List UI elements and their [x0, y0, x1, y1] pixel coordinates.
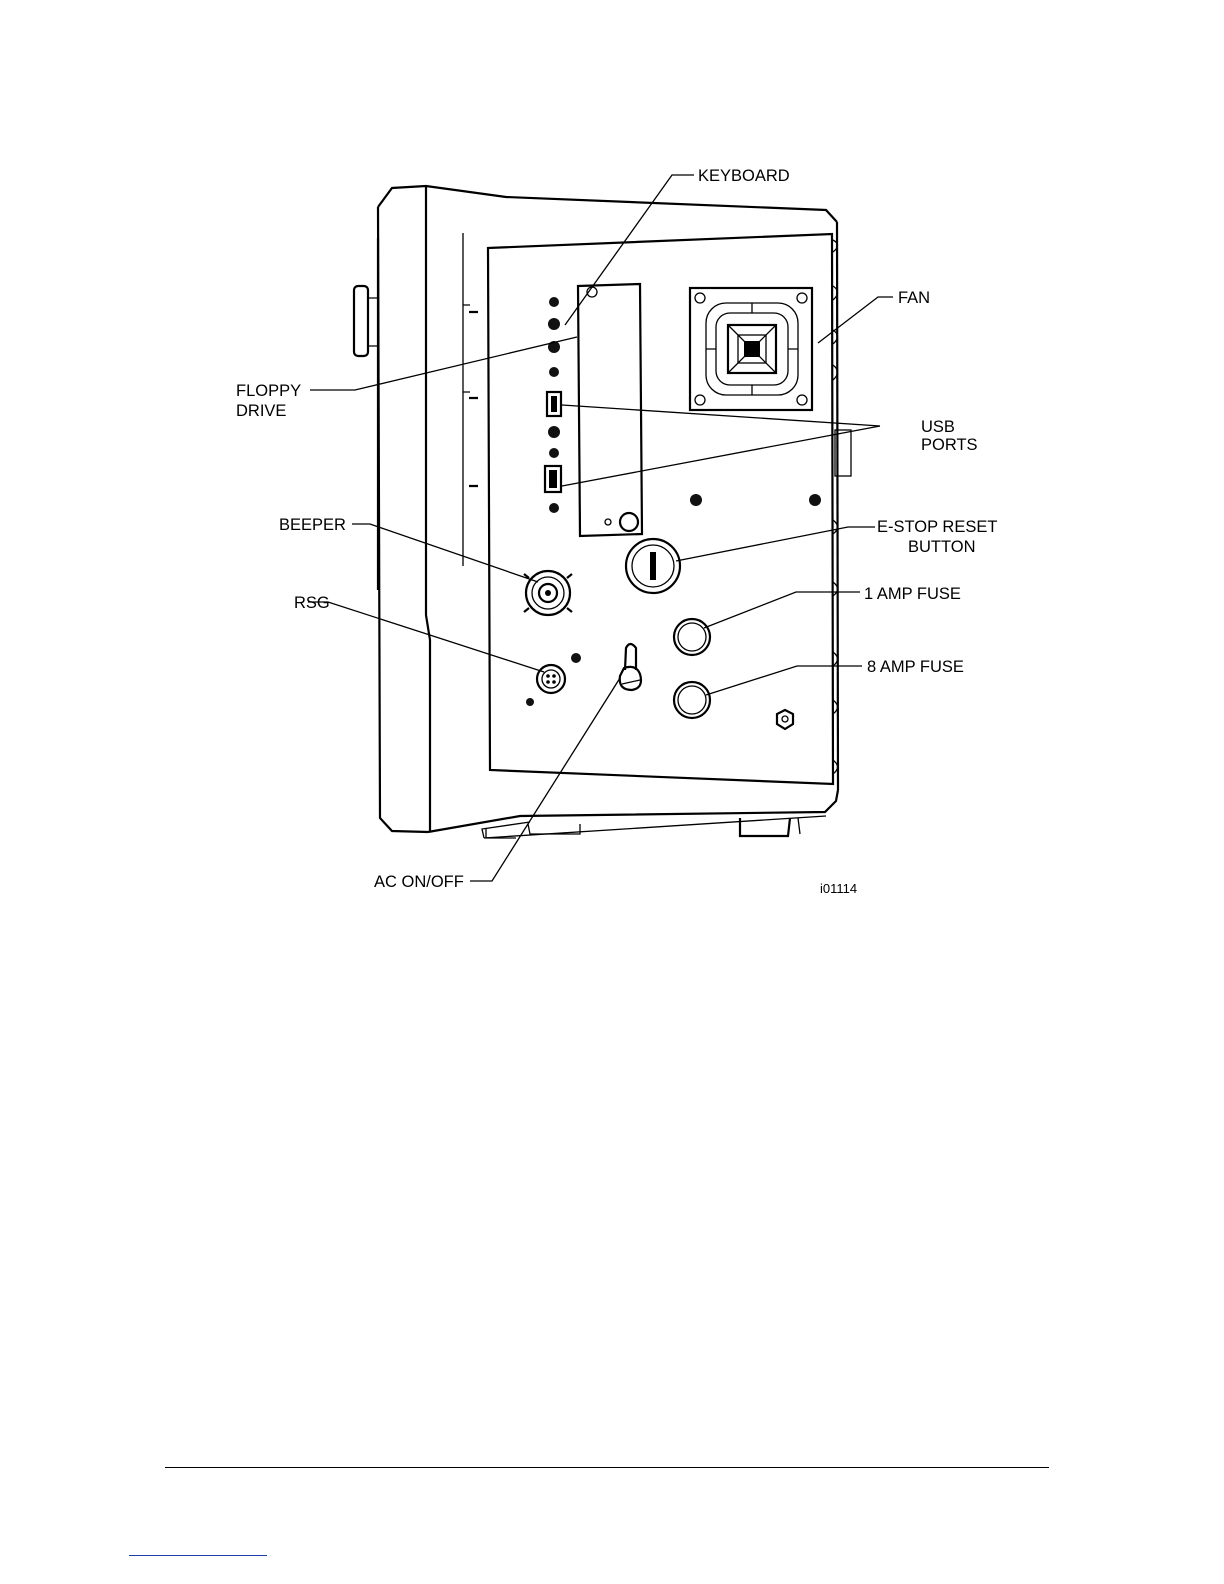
floppy-drive-label-line2: DRIVE — [236, 402, 286, 420]
rsg-connector — [526, 653, 581, 706]
beeper — [524, 571, 572, 615]
usb-port-1 — [547, 392, 561, 416]
fan-assembly — [690, 288, 812, 410]
panel-screws — [690, 494, 821, 506]
floppy-drive-label-line1: FLOPPY — [236, 382, 301, 400]
ac-toggle-switch — [620, 644, 641, 690]
ground-nut — [777, 710, 793, 729]
usb-ports-label-line2: PORTS — [921, 436, 978, 454]
estop-reset-label-line1: E-STOP RESET — [877, 518, 997, 536]
usb-port-2 — [545, 466, 561, 492]
figure-id: i01114 — [820, 881, 857, 896]
rsg-label: RSG — [294, 594, 330, 612]
fuse-1-amp — [674, 619, 710, 655]
ac-on-off-label: AC ON/OFF — [374, 873, 464, 891]
device-housing — [354, 186, 851, 838]
estop-reset-label-line2: BUTTON — [908, 538, 976, 556]
beeper-label: BEEPER — [279, 516, 346, 534]
usb-ports-label-line1: USB — [921, 418, 955, 436]
keyboard-label: KEYBOARD — [698, 167, 790, 185]
fuse-1-amp-label: 1 AMP FUSE — [864, 585, 961, 603]
estop-reset-button — [626, 539, 680, 593]
fan-label: FAN — [898, 289, 930, 307]
footer-link-underline — [129, 1555, 267, 1556]
fuse-8-amp-label: 8 AMP FUSE — [867, 658, 964, 676]
footer-rule — [165, 1467, 1049, 1468]
fuse-8-amp — [674, 682, 710, 718]
